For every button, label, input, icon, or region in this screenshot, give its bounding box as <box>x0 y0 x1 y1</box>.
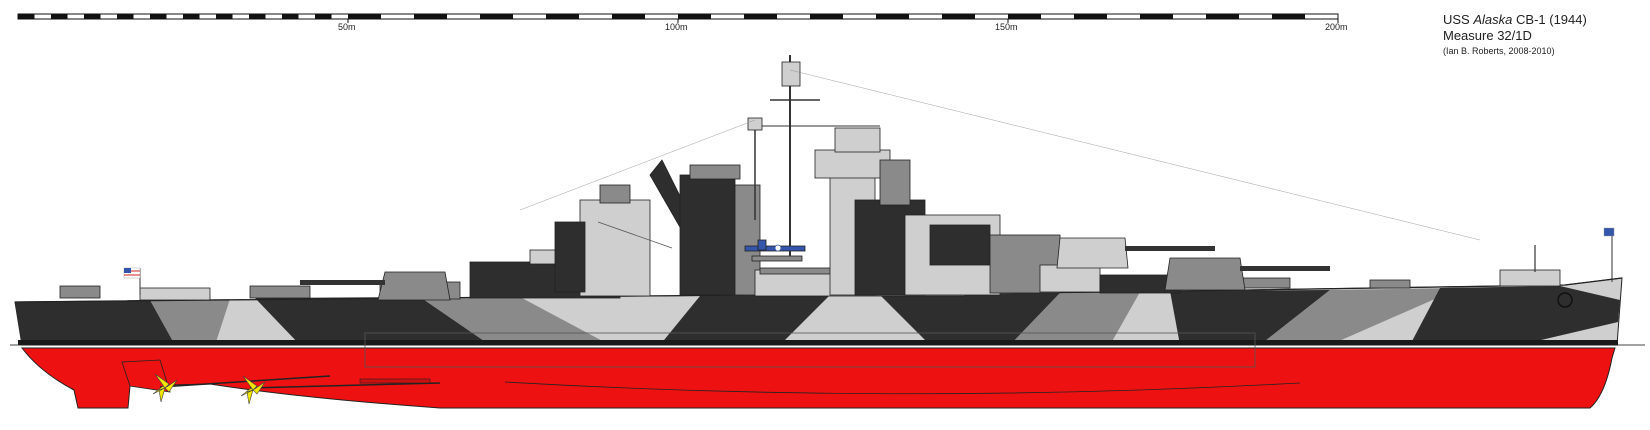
ship-suffix: CB-1 (1944) <box>1516 12 1587 27</box>
scale-label-150m: 150m <box>995 22 1018 32</box>
lower-hull <box>20 347 1616 409</box>
seaplane <box>744 239 806 262</box>
propeller-outer <box>152 373 178 403</box>
ship-title: USS Alaska CB-1 (1944) <box>1443 12 1587 28</box>
turret-2 <box>1056 237 1215 269</box>
propeller-inner <box>240 375 266 405</box>
jack-flag <box>1603 227 1615 282</box>
ship-name: Alaska <box>1473 12 1513 27</box>
camouflage-scheme: Measure 32/1D <box>1443 28 1532 43</box>
scale-label-50m: 50m <box>338 22 356 32</box>
scale-bar: 50m 100m 150m 200m <box>17 13 1348 32</box>
scale-label-100m: 100m <box>665 22 688 32</box>
turret-3 <box>300 271 451 301</box>
artist-credit: (Ian B. Roberts, 2008-2010) <box>1443 46 1555 56</box>
superstructure <box>14 55 1623 303</box>
stern-ensign <box>123 267 141 295</box>
scale-label-200m: 200m <box>1325 22 1348 32</box>
ship-prefix: USS <box>1443 12 1470 27</box>
drawing-caption: USS Alaska CB-1 (1944) Measure 32/1D (Ia… <box>1443 12 1587 58</box>
turret-1 <box>1164 257 1330 291</box>
